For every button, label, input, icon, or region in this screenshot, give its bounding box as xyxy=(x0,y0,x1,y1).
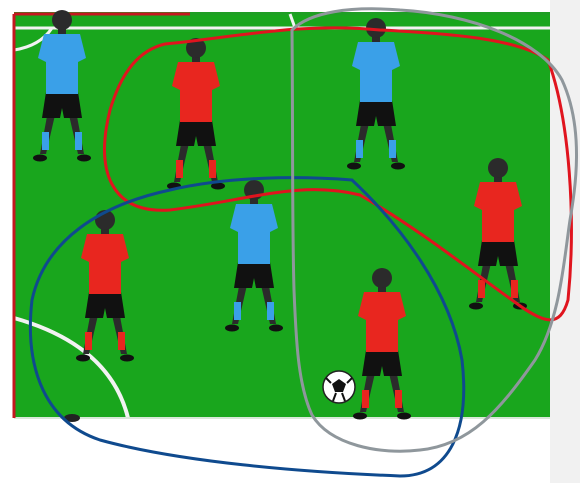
red-player-2 xyxy=(469,158,527,310)
centre-circle-arc xyxy=(13,316,130,419)
corner-arc xyxy=(13,27,54,52)
blue-player-3 xyxy=(225,180,283,332)
ball-shadow xyxy=(64,414,80,422)
soccer-ball-icon xyxy=(322,370,356,404)
red-freehand-outline xyxy=(103,26,573,322)
side-strip xyxy=(550,0,580,483)
pitch-top-edge xyxy=(14,12,550,15)
blue-player-1 xyxy=(33,10,91,162)
red-player-3 xyxy=(76,210,134,362)
blue-freehand-outline xyxy=(28,176,466,478)
gray-freehand-outline xyxy=(290,7,578,453)
red-player-1 xyxy=(167,38,225,190)
halfway-line xyxy=(288,13,297,29)
blue-player-2 xyxy=(347,18,405,170)
red-player-4 xyxy=(353,268,411,420)
